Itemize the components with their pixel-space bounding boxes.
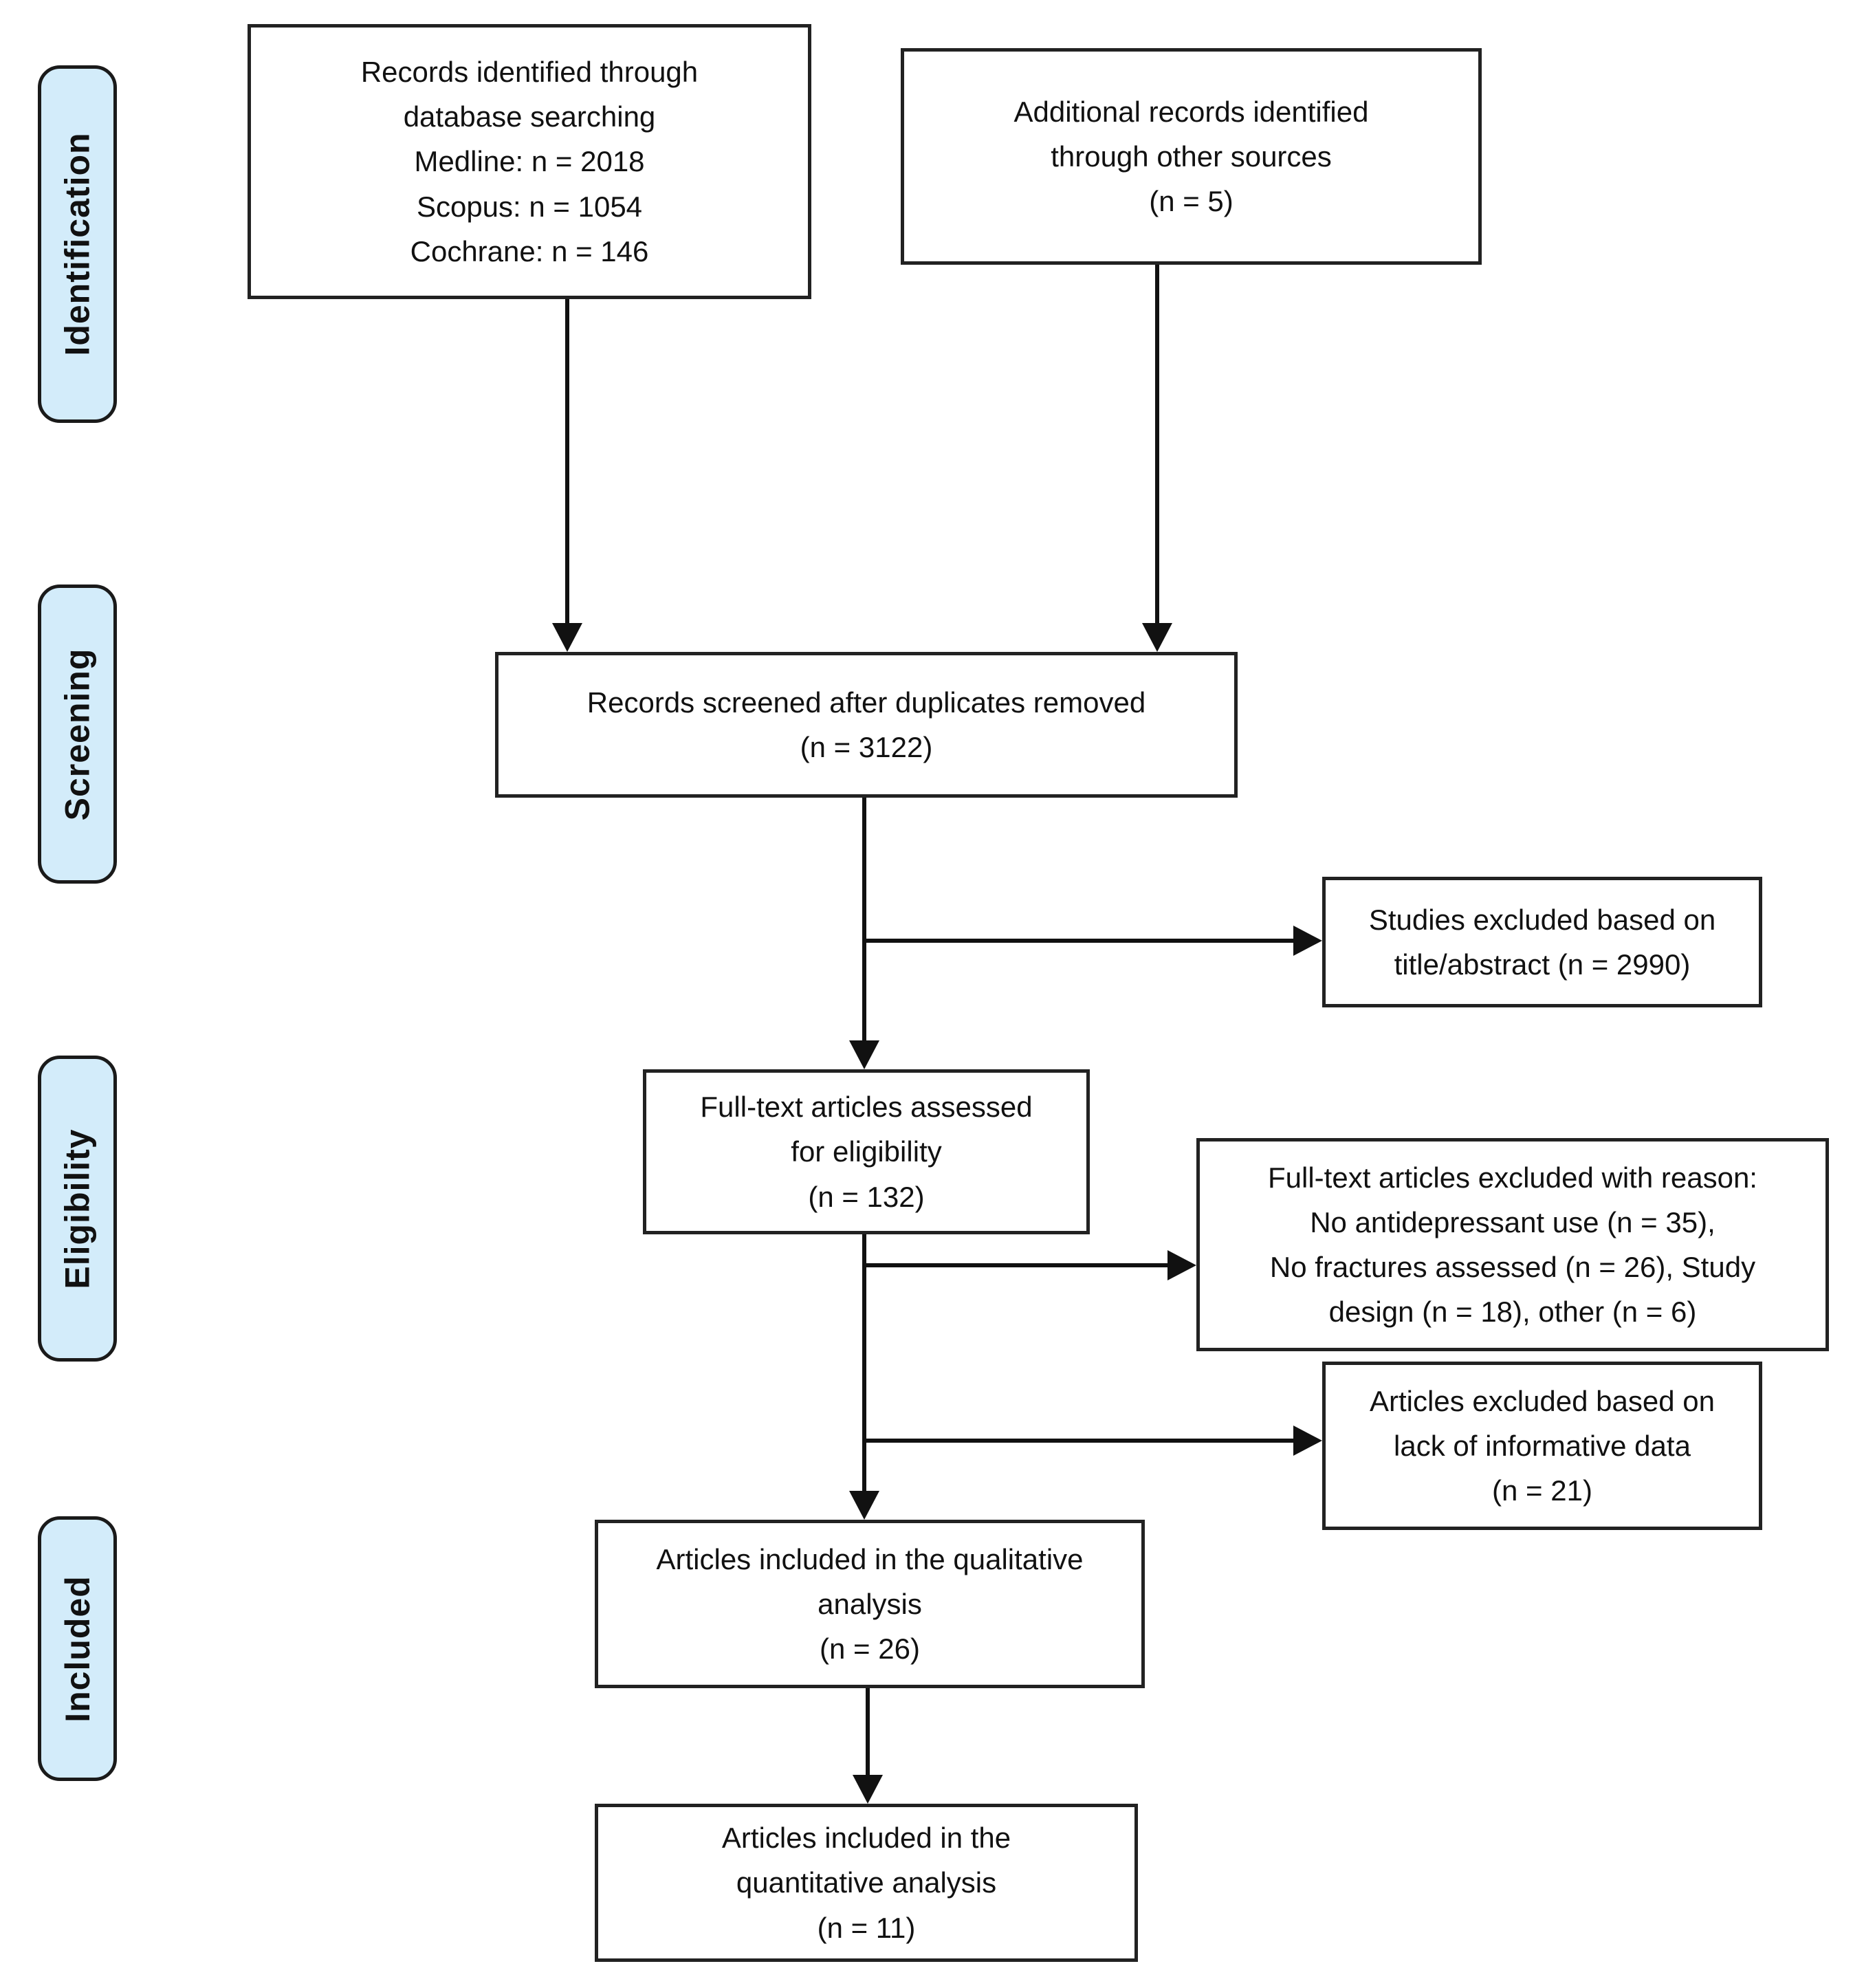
stage-label-screening-text: Screening [58,648,97,820]
arrow-database-to-screened [552,299,582,652]
arrow-fulltext-to-excluded-lack-data [864,1426,1322,1456]
box-articles-excluded-lack-data: Articles excluded based on lack of infor… [1322,1362,1762,1530]
stage-label-eligibility: Eligibility [38,1056,117,1362]
arrow-other-sources-to-screened [1142,265,1172,652]
arrow-screened-to-excluded-title-abstract [864,926,1322,956]
box-additional-records-other-sources: Additional records identified through ot… [901,48,1482,265]
box-qualitative-analysis-included: Articles included in the qualitative ana… [595,1520,1145,1688]
arrow-screened-to-fulltext [849,798,879,1069]
stage-label-identification-text: Identification [58,132,97,356]
arrow-qualitative-to-quantitative [853,1688,883,1804]
arrow-fulltext-to-qualitative [849,1234,879,1520]
box-studies-excluded-title-abstract: Studies excluded based on title/abstract… [1322,877,1762,1007]
stage-label-screening: Screening [38,585,117,884]
box-fulltext-excluded-reasons: Full-text articles excluded with reason:… [1196,1138,1829,1351]
stage-label-eligibility-text: Eligibility [58,1128,97,1289]
stage-label-identification: Identification [38,65,117,423]
box-quantitative-analysis-included: Articles included in the quantitative an… [595,1804,1138,1962]
stage-label-included-text: Included [58,1575,97,1723]
stage-label-included: Included [38,1516,117,1781]
box-records-database-search: Records identified through database sear… [248,24,811,299]
box-records-screened: Records screened after duplicates remove… [495,652,1238,798]
box-fulltext-assessed: Full-text articles assessed for eligibil… [643,1069,1090,1234]
arrow-fulltext-to-fulltext-excluded [864,1250,1196,1280]
